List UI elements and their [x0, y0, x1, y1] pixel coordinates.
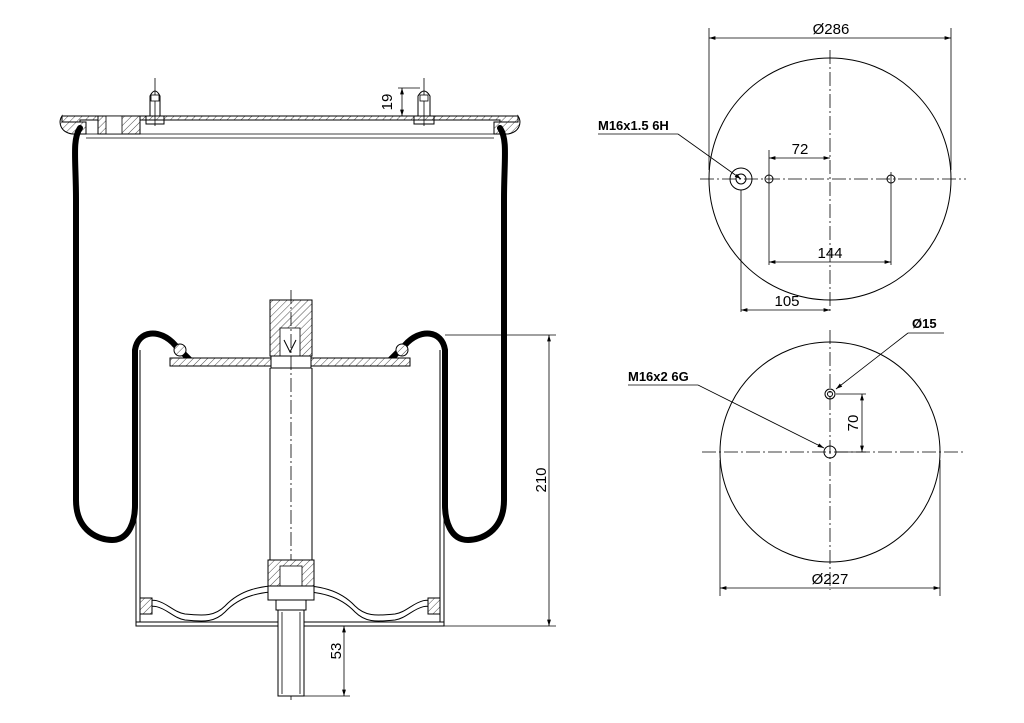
- bottom-hole-diameter-label: Ø15: [912, 316, 937, 331]
- bottom-view: 70 Ø15 M16x2 6G Ø227: [628, 316, 964, 596]
- dimension-53: 53: [304, 625, 350, 697]
- top-view: Ø286 72 144 105 M16x1.5 6H: [598, 21, 966, 312]
- bottom-offset-70-label: 70: [845, 415, 862, 432]
- bottom-thread-label: M16x2 6G: [628, 369, 689, 384]
- top-stud-right: [413, 78, 435, 126]
- stud-length-53-label: 53: [328, 643, 345, 660]
- bellows-left: [72, 125, 193, 543]
- dimension-19: 19: [379, 87, 420, 117]
- top-plate: [59, 114, 521, 139]
- top-diameter-label: Ø286: [813, 21, 850, 38]
- flange-offset-19-label: 19: [379, 94, 396, 111]
- bellows-right: [387, 125, 508, 543]
- top-thread-label: M16x1.5 6H: [598, 118, 669, 133]
- bottom-diameter-label: Ø227: [812, 571, 849, 588]
- dimension-210: 210: [444, 334, 556, 627]
- top-spacing-144-label: 144: [817, 245, 842, 262]
- side-view: 210 53 19: [59, 78, 556, 700]
- height-210-label: 210: [533, 467, 550, 492]
- top-offset-72-label: 72: [792, 141, 809, 158]
- center-rod: [267, 290, 315, 700]
- top-offset-105-label: 105: [774, 293, 799, 310]
- top-stud-left: [145, 78, 165, 126]
